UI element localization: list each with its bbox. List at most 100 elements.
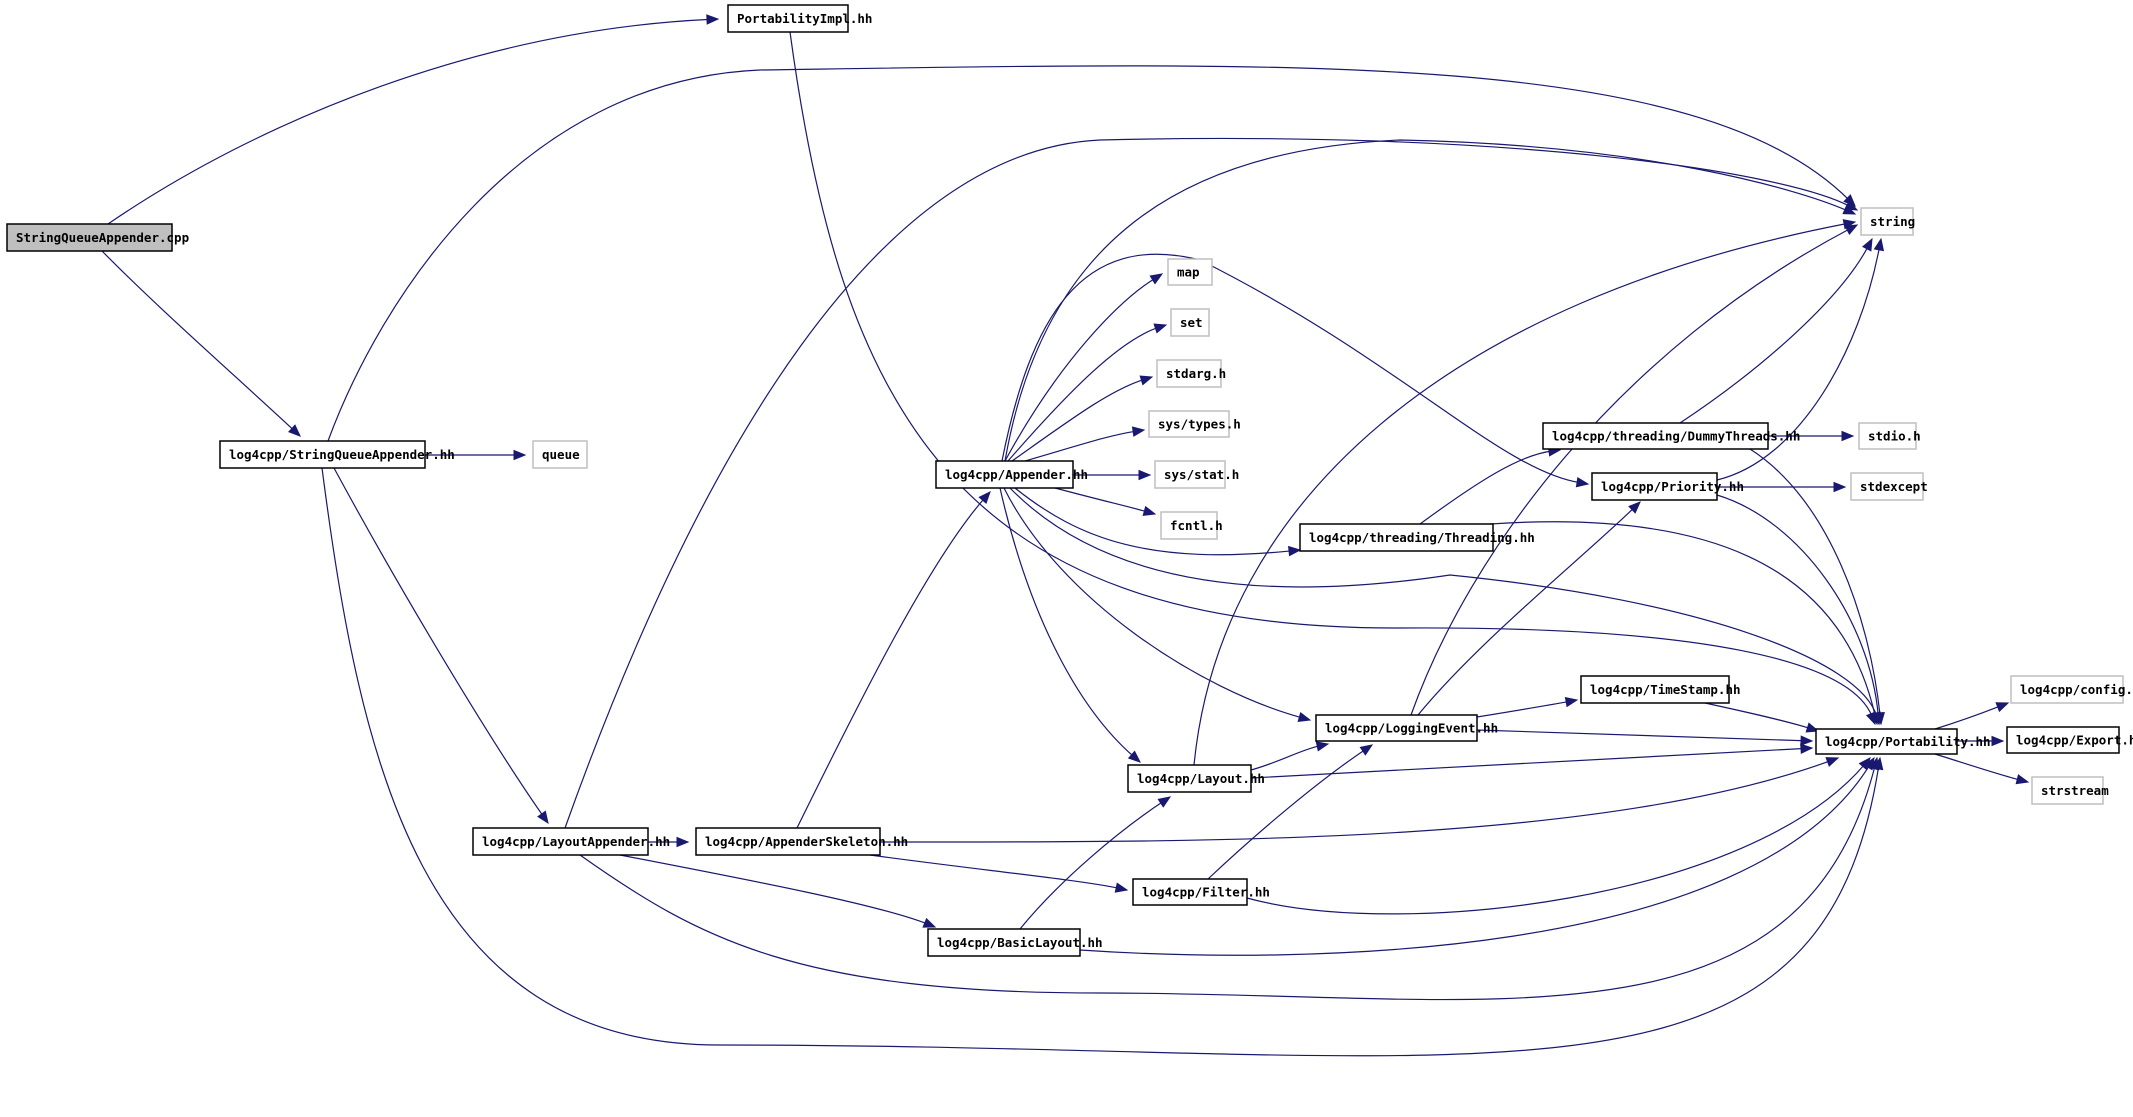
edge-line [1009, 487, 1878, 717]
edge-appender-to-layout [999, 487, 1142, 763]
node-stdexcept: stdexcept [1850, 472, 1928, 501]
node-box [727, 4, 849, 33]
edge-line [333, 467, 544, 817]
edge-appskel-to-filter [869, 854, 1129, 893]
node-map: map [1167, 258, 1213, 286]
arrowhead-icon [1315, 741, 1330, 752]
node-systypes: sys/types.h [1148, 410, 1241, 438]
node-layoutapp[interactable]: log4cpp/LayoutAppender.hh [472, 827, 670, 856]
node-timestamp[interactable]: log4cpp/TimeStamp.hh [1580, 675, 1741, 704]
edge-portability-to-export [1957, 735, 2005, 747]
arrowhead-icon [1359, 744, 1374, 756]
node-stdarg: stdarg.h [1156, 359, 1226, 388]
edge-timestamp-to-portability [1704, 702, 1820, 733]
node-box [1858, 422, 1917, 450]
node-box [1315, 714, 1478, 742]
arrowhead-icon [1995, 702, 2010, 713]
node-logevent[interactable]: log4cpp/LoggingEvent.hh [1315, 714, 1498, 742]
arrowhead-icon [1805, 722, 1820, 733]
arrowhead-icon [1825, 757, 1840, 767]
arrowhead-icon [1288, 545, 1302, 557]
node-sysstat: sys/stat.h [1154, 460, 1239, 489]
node-portability[interactable]: log4cpp/Portability.hh [1815, 728, 1991, 755]
edge-line [789, 31, 1873, 717]
edge-sqa_cpp-to-portimpl [107, 14, 720, 225]
edge-appender-to-priority [1001, 253, 1590, 488]
node-box [532, 440, 588, 469]
node-label: stdexcept [1860, 479, 1928, 494]
node-dummy[interactable]: log4cpp/threading/DummyThreads.hh [1542, 422, 1800, 450]
node-box [1860, 207, 1914, 236]
edge-line [619, 854, 928, 925]
node-layout[interactable]: log4cpp/Layout.hh [1127, 764, 1265, 793]
arrowhead-icon [1564, 696, 1579, 708]
node-queue: queue [532, 440, 588, 469]
node-filter[interactable]: log4cpp/Filter.hh [1132, 878, 1270, 906]
edge-threading-to-dummy [1419, 446, 1562, 525]
node-label: StringQueueAppender.cpp [16, 230, 189, 245]
edge-sqa_hh-to-string [327, 65, 1856, 442]
edge-line [1207, 748, 1366, 880]
node-basiclayout[interactable]: log4cpp/BasicLayout.hh [927, 928, 1103, 957]
arrowhead-icon [1841, 430, 1855, 442]
node-appskel[interactable]: log4cpp/AppenderSkeleton.hh [695, 827, 908, 856]
edge-line [101, 250, 295, 431]
node-export[interactable]: log4cpp/Export.hh [2006, 726, 2133, 754]
node-label: log4cpp/Portability.hh [1825, 734, 1991, 749]
node-box [1542, 422, 1769, 450]
arrowhead-icon [1800, 735, 1814, 746]
node-label: map [1177, 265, 1200, 280]
node-label: log4cpp/Export.hh [2016, 733, 2133, 748]
arrowhead-icon [1153, 323, 1168, 334]
node-label: queue [542, 447, 580, 462]
node-sqa_cpp[interactable]: StringQueueAppender.cpp [6, 223, 189, 252]
arrowhead-icon [1131, 426, 1146, 437]
edge-line [1004, 277, 1156, 462]
node-box [2031, 776, 2104, 805]
edge-layout-to-portability [1250, 743, 1814, 779]
edge-line [1704, 702, 1811, 730]
node-box [1132, 878, 1248, 906]
edge-line [1679, 245, 1869, 424]
arrowhead-icon [1862, 237, 1873, 252]
edge-line [1019, 800, 1164, 930]
arrowhead-icon [1575, 476, 1590, 488]
node-appender[interactable]: log4cpp/Appender.hh [935, 460, 1088, 489]
node-box [1591, 472, 1718, 501]
edge-sqa_hh-to-queue [424, 449, 527, 461]
node-strstream: strstream [2031, 776, 2109, 805]
edge-line [1079, 764, 1871, 956]
edge-basiclayout-to-portability [1079, 756, 1875, 956]
edge-appender-to-stdarg [1011, 375, 1154, 462]
arrowhead-icon [1157, 796, 1172, 808]
edge-portimpl-to-portability [789, 31, 1876, 726]
node-box [1148, 410, 1230, 438]
node-label: strstream [2041, 783, 2109, 798]
node-priority[interactable]: log4cpp/Priority.hh [1591, 472, 1744, 501]
node-label: set [1180, 315, 1203, 330]
edge-line [1024, 430, 1137, 462]
arrowhead-icon [1114, 882, 1129, 893]
node-label: log4cpp/threading/Threading.hh [1309, 530, 1535, 545]
node-config: log4cpp/config.h [2010, 675, 2133, 704]
edge-priority-to-string [1716, 237, 1885, 481]
node-box [1154, 460, 1226, 489]
arrowhead-icon [288, 424, 301, 437]
arrowhead-icon [1149, 273, 1164, 285]
arrowhead-icon [1842, 204, 1857, 215]
node-sqa_hh[interactable]: log4cpp/StringQueueAppender.hh [219, 440, 455, 469]
node-portimpl[interactable]: PortabilityImpl.hh [727, 4, 872, 33]
edge-sqa_hh-to-portability [321, 467, 1884, 1057]
edge-line [579, 765, 1876, 1001]
edge-layout-to-logevent [1250, 741, 1330, 771]
node-box [1580, 675, 1730, 704]
node-label: log4cpp/Priority.hh [1601, 479, 1744, 494]
node-threading[interactable]: log4cpp/threading/Threading.hh [1299, 523, 1535, 552]
node-label: log4cpp/LayoutAppender.hh [482, 834, 670, 849]
arrowhead-icon [1127, 750, 1142, 763]
node-box [1160, 511, 1218, 540]
edge-line [1007, 326, 1159, 462]
node-box [6, 223, 173, 252]
node-label: stdio.h [1868, 429, 1921, 444]
edge-logevent-to-portability [1476, 729, 1814, 746]
